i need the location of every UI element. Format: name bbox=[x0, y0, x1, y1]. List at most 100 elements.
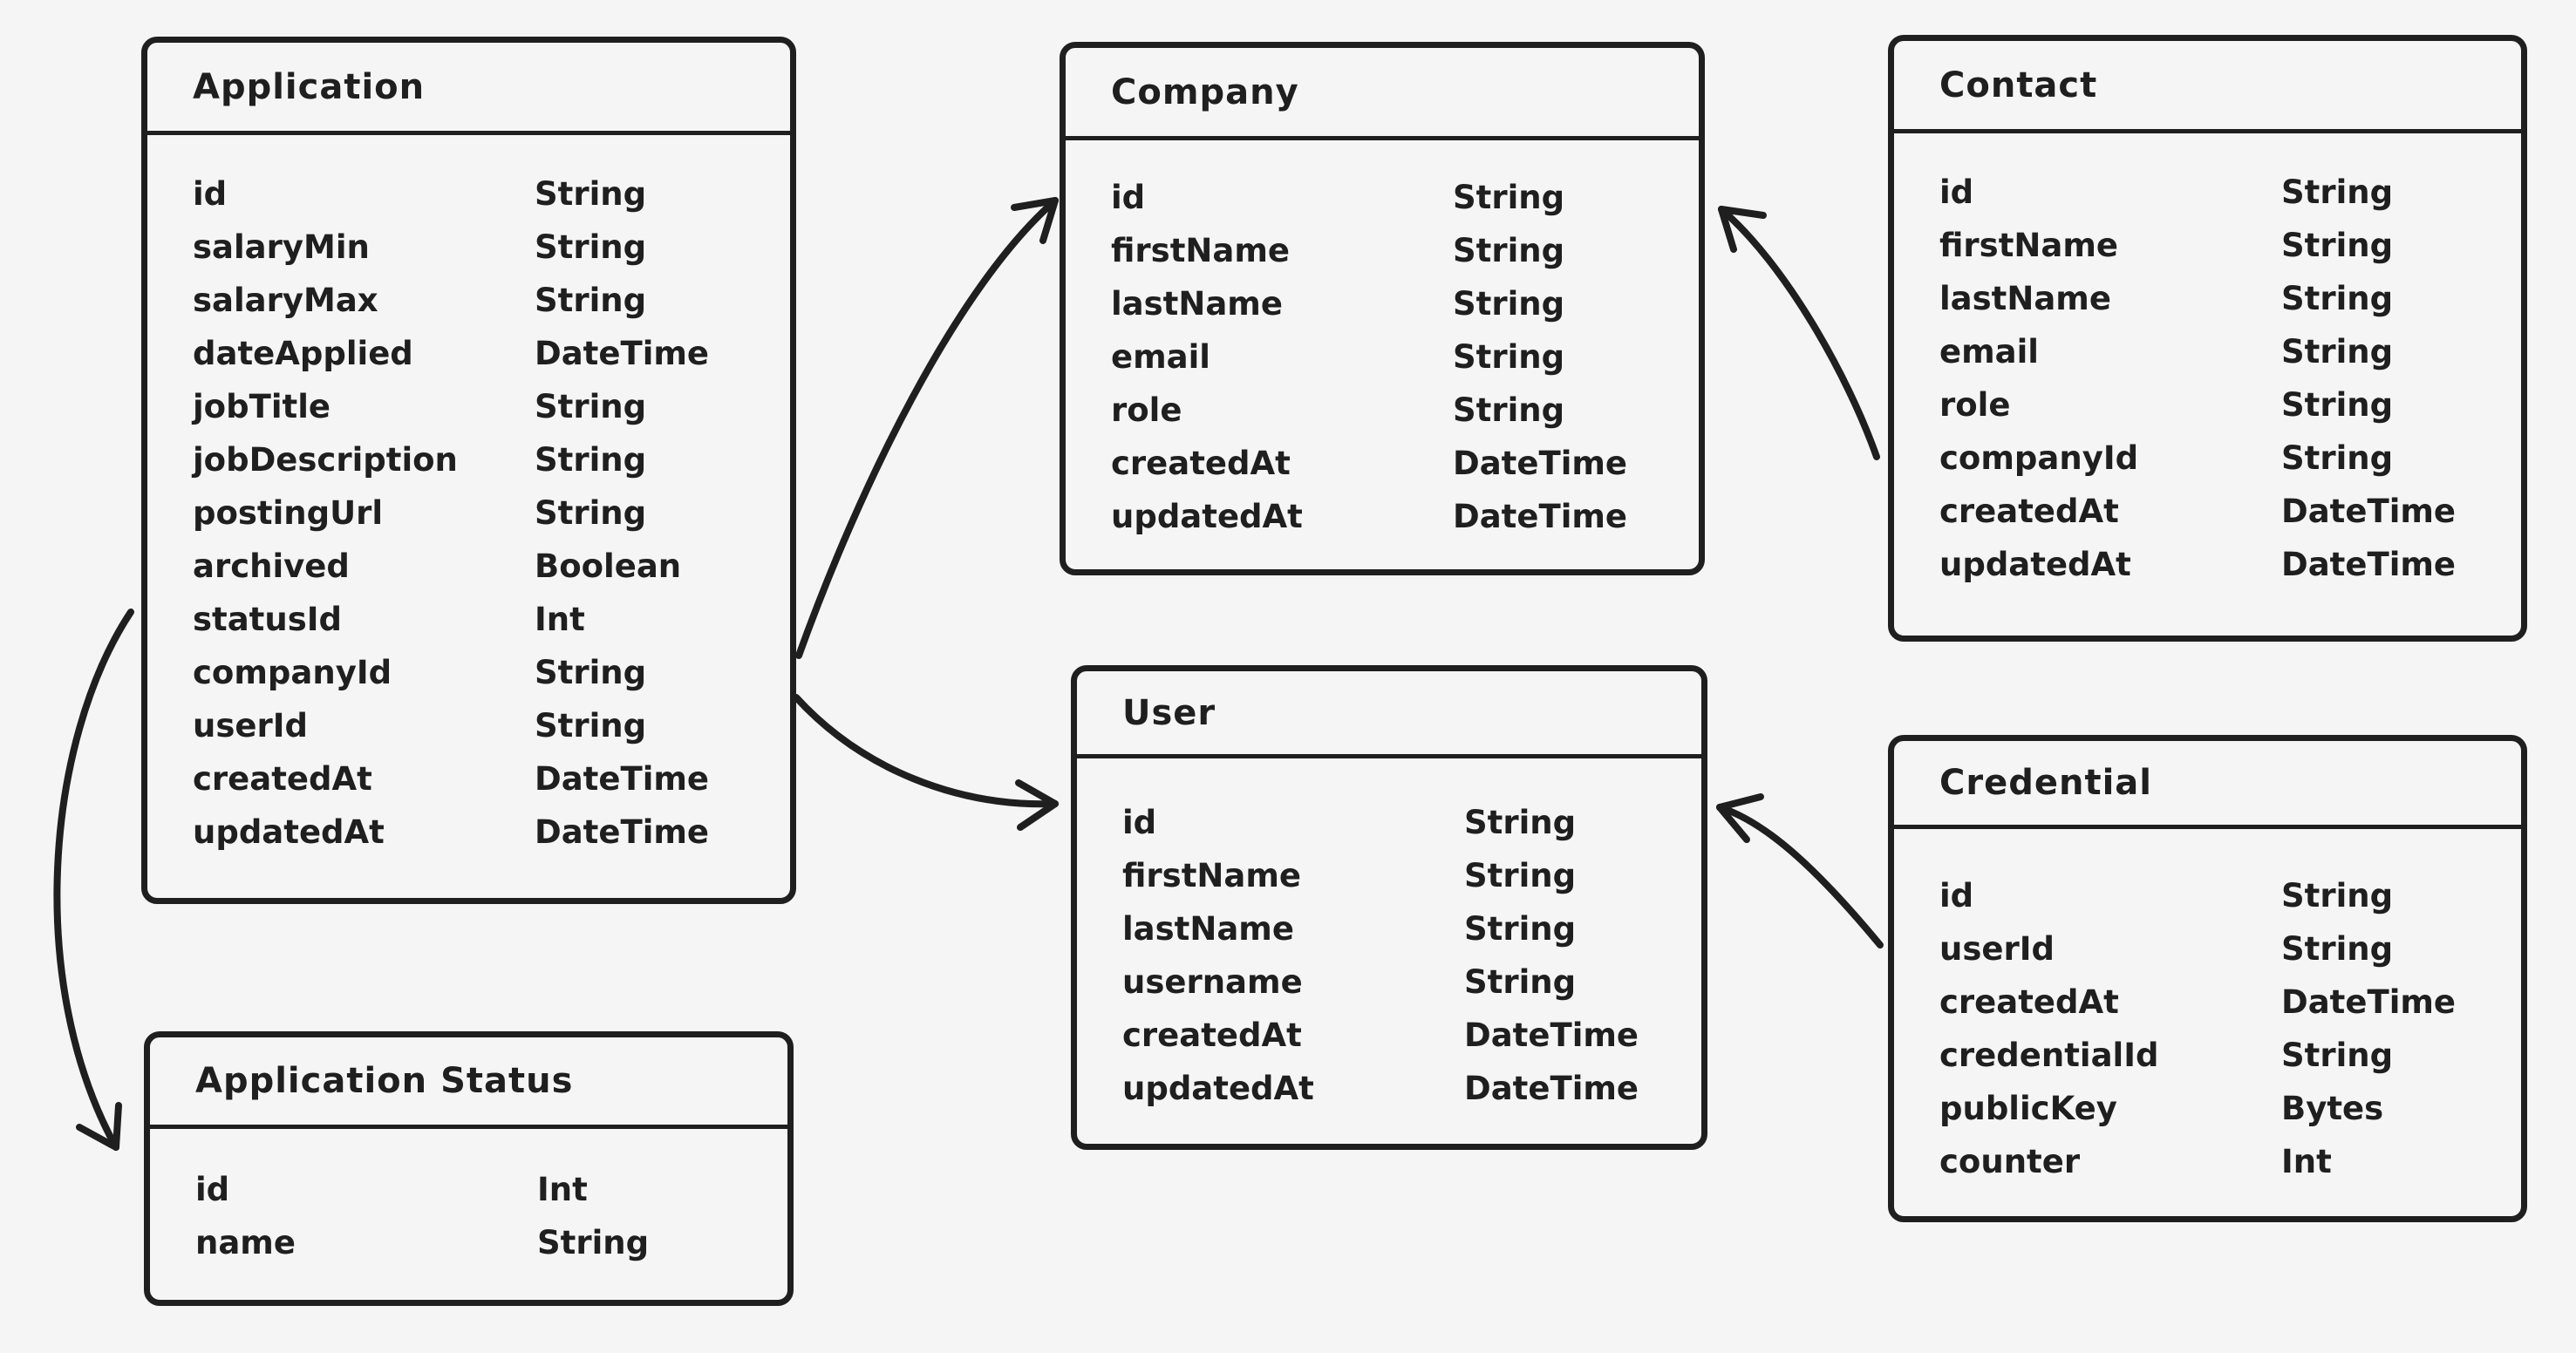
field-type: String bbox=[535, 654, 647, 691]
field-row: name String bbox=[195, 1216, 787, 1269]
field-type: Int bbox=[535, 601, 585, 638]
field-type: String bbox=[537, 1224, 650, 1261]
field-name: email bbox=[1939, 333, 2039, 371]
field-type: String bbox=[1464, 963, 1577, 1001]
table-application-status-header: Application Status bbox=[150, 1037, 787, 1129]
table-title: Application bbox=[193, 66, 426, 107]
field-name: id bbox=[1111, 179, 1146, 216]
field-type: String bbox=[2281, 1037, 2394, 1074]
field-type: String bbox=[535, 228, 647, 266]
field-type: String bbox=[2281, 877, 2394, 914]
field-name: createdAt bbox=[1122, 1016, 1302, 1054]
table-application-header: Application bbox=[147, 43, 790, 135]
field-row: companyId String bbox=[1939, 432, 2521, 485]
table-company-header: Company bbox=[1066, 48, 1699, 140]
table-title: Credential bbox=[1939, 763, 2152, 803]
field-type: String bbox=[535, 175, 647, 213]
field-type: String bbox=[2281, 227, 2394, 264]
field-type: String bbox=[535, 388, 647, 425]
field-name: updatedAt bbox=[193, 813, 385, 851]
field-type: DateTime bbox=[1453, 445, 1628, 482]
field-row: archived Boolean bbox=[193, 540, 790, 593]
field-type: Int bbox=[537, 1171, 588, 1208]
field-type: String bbox=[2281, 280, 2394, 317]
arrow-application-to-user bbox=[793, 694, 1059, 831]
field-name: userId bbox=[193, 707, 308, 744]
field-row: createdAt DateTime bbox=[193, 752, 790, 806]
field-row: createdAt DateTime bbox=[1111, 437, 1699, 490]
field-name: createdAt bbox=[1939, 493, 2119, 530]
field-type: DateTime bbox=[535, 760, 710, 798]
field-name: id bbox=[1939, 877, 1974, 914]
field-name: companyId bbox=[1939, 439, 2139, 477]
field-type: DateTime bbox=[2281, 983, 2457, 1021]
field-type: Boolean bbox=[535, 547, 682, 585]
arrow-application-to-application-status bbox=[53, 609, 134, 1151]
field-row: id String bbox=[1939, 869, 2521, 922]
field-name: createdAt bbox=[193, 760, 372, 798]
field-row: lastName String bbox=[1939, 272, 2521, 325]
field-name: lastName bbox=[1111, 285, 1283, 323]
field-name: counter bbox=[1939, 1143, 2081, 1180]
field-name: userId bbox=[1939, 930, 2055, 968]
field-type: String bbox=[2281, 439, 2394, 477]
field-type: DateTime bbox=[1464, 1070, 1639, 1107]
field-name: createdAt bbox=[1111, 445, 1291, 482]
field-name: name bbox=[195, 1224, 296, 1261]
field-name: lastName bbox=[1939, 280, 2111, 317]
field-name: createdAt bbox=[1939, 983, 2119, 1021]
field-type: String bbox=[535, 282, 647, 319]
field-name: role bbox=[1939, 386, 2011, 424]
field-name: updatedAt bbox=[1122, 1070, 1314, 1107]
field-name: dateApplied bbox=[193, 335, 413, 372]
field-name: firstName bbox=[1122, 857, 1301, 894]
field-row: userId String bbox=[193, 699, 790, 752]
field-type: DateTime bbox=[2281, 546, 2457, 583]
field-name: id bbox=[1939, 173, 1974, 211]
table-title: Company bbox=[1111, 71, 1299, 112]
field-row: credentialId String bbox=[1939, 1029, 2521, 1082]
field-name: email bbox=[1111, 338, 1210, 376]
field-name: companyId bbox=[193, 654, 392, 691]
field-type: String bbox=[535, 707, 647, 744]
arrow-application-to-company bbox=[795, 197, 1059, 659]
field-name: credentialId bbox=[1939, 1037, 2159, 1074]
field-type: String bbox=[1464, 804, 1577, 841]
field-type: String bbox=[1464, 910, 1577, 948]
field-name: archived bbox=[193, 547, 350, 585]
field-name: updatedAt bbox=[1939, 546, 2131, 583]
field-name: publicKey bbox=[1939, 1090, 2117, 1127]
field-type: Int bbox=[2281, 1143, 2332, 1180]
field-type: DateTime bbox=[1453, 498, 1628, 535]
field-name: jobTitle bbox=[193, 388, 331, 425]
field-type: String bbox=[535, 441, 647, 479]
arrow-contact-to-company bbox=[1718, 206, 1880, 460]
table-contact-header: Contact bbox=[1894, 41, 2521, 133]
field-row: counter Int bbox=[1939, 1135, 2521, 1188]
